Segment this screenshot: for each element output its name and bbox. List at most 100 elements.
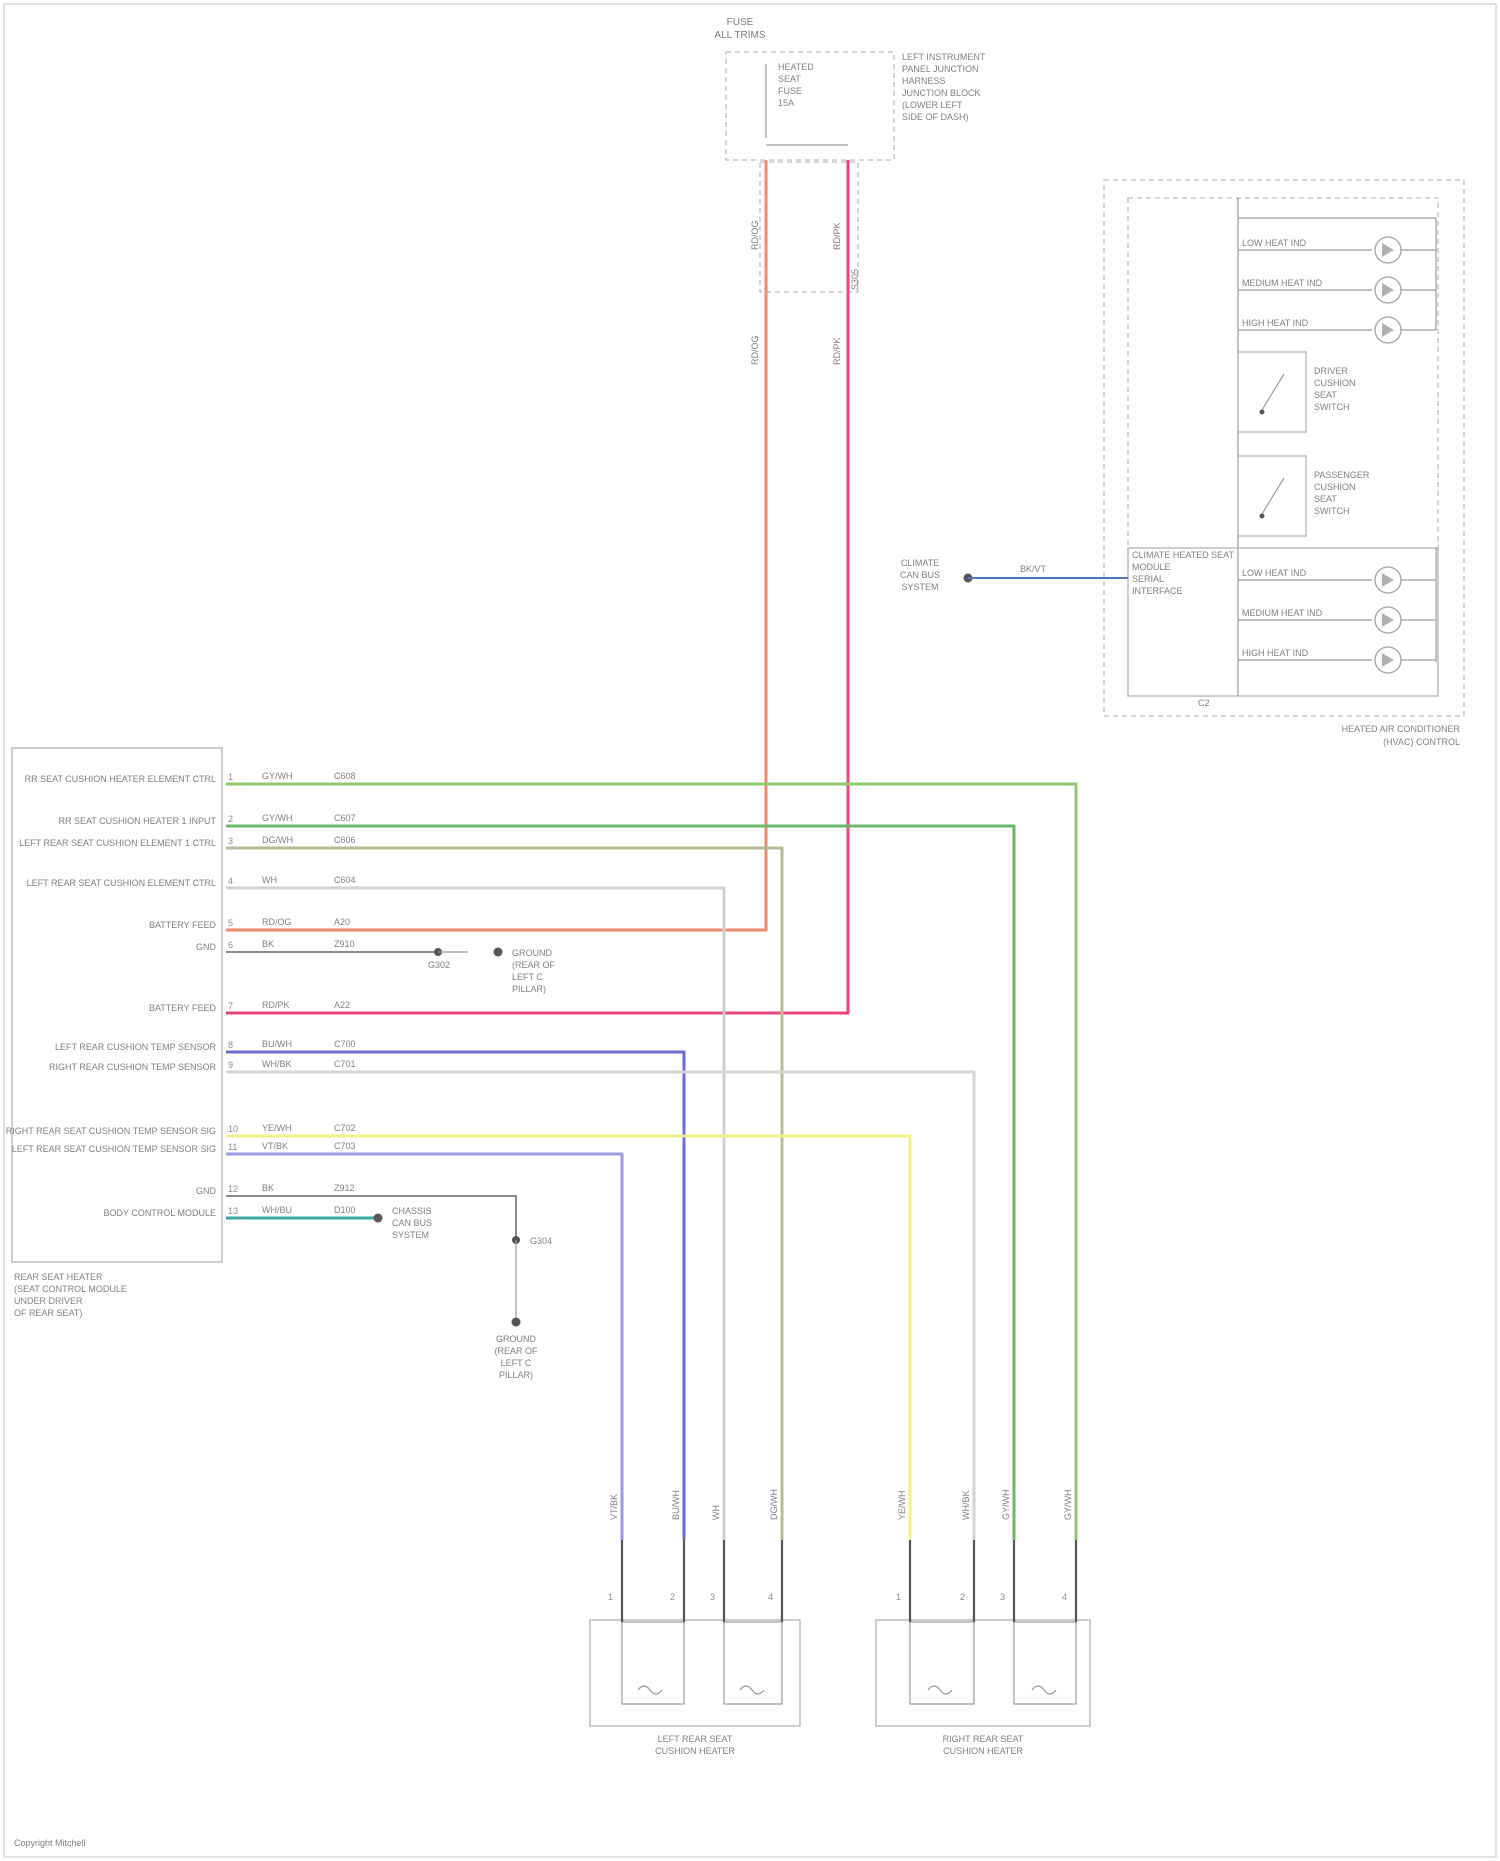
diode-icon bbox=[1382, 613, 1394, 627]
heater-coil-icon bbox=[1032, 1686, 1056, 1694]
pin-wire-color: WH/BU bbox=[262, 1205, 292, 1215]
pin-wire-color: BK bbox=[262, 1183, 274, 1193]
wire-rdpk bbox=[226, 160, 848, 1013]
pin-label: LEFT REAR SEAT CUSHION ELEMENT 1 CTRL bbox=[19, 838, 216, 848]
fuse-desc-6: SIDE OF DASH) bbox=[902, 112, 969, 122]
hvac-module: LOW HEAT IND MEDIUM HEAT IND HIGH HEAT I… bbox=[900, 180, 1464, 747]
fuse-inner-1: HEATED bbox=[778, 62, 814, 72]
switch-1-label-3: SEAT bbox=[1314, 390, 1337, 400]
wire-label-rdog-lower: RD/OG bbox=[750, 335, 760, 365]
pin-circuit: Z912 bbox=[334, 1183, 355, 1193]
heater-wire-color: WH bbox=[711, 1505, 721, 1520]
pin-label: LEFT REAR CUSHION TEMP SENSOR bbox=[55, 1042, 217, 1052]
left-heater-caption-1: LEFT REAR SEAT bbox=[658, 1734, 733, 1744]
fuse-desc-4: JUNCTION BLOCK bbox=[902, 88, 981, 98]
interface-label-1: CLIMATE HEATED SEAT bbox=[1132, 550, 1235, 560]
rear-module-pins: RR SEAT CUSHION HEATER ELEMENT CTRL GY/WH… bbox=[6, 771, 356, 1218]
heater-coil-icon bbox=[928, 1686, 952, 1694]
heater-coil-icon bbox=[740, 1686, 764, 1694]
heater-pin-number: 1 bbox=[896, 1592, 901, 1602]
led-low-top: LOW HEAT IND bbox=[1238, 237, 1436, 263]
led-high-bottom-label: HIGH HEAT IND bbox=[1242, 648, 1309, 658]
climate-bus-wire-label: BK/VT bbox=[1020, 564, 1047, 574]
pin-circuit: C700 bbox=[334, 1039, 356, 1049]
pin-number: 3 bbox=[228, 836, 233, 846]
pin-label: RIGHT REAR CUSHION TEMP SENSOR bbox=[49, 1062, 217, 1072]
heater-wire-color: DG/WH bbox=[769, 1489, 779, 1520]
pin-wire-color: GY/WH bbox=[262, 813, 293, 823]
left-heater-caption-2: CUSHION HEATER bbox=[655, 1746, 735, 1756]
can-bus-node bbox=[374, 1214, 383, 1223]
switch-icon bbox=[1262, 374, 1284, 410]
led-med-bottom: MEDIUM HEAT IND bbox=[1238, 607, 1436, 633]
rear-caption-1: REAR SEAT HEATER bbox=[14, 1272, 103, 1282]
rear-can-label-2: CAN BUS bbox=[392, 1218, 432, 1228]
pin-circuit: Z910 bbox=[334, 939, 355, 949]
pin-number: 10 bbox=[228, 1124, 238, 1134]
fuse-desc-5: (LOWER LEFT bbox=[902, 100, 963, 110]
hvac-connector-label: C2 bbox=[1198, 698, 1210, 708]
led-med-bottom-label: MEDIUM HEAT IND bbox=[1242, 608, 1323, 618]
rear-seat-heater-module: REAR SEAT HEATER (SEAT CONTROL MODULE UN… bbox=[12, 748, 222, 1318]
heater-pin-number: 3 bbox=[1000, 1592, 1005, 1602]
pin-number: 4 bbox=[228, 876, 233, 886]
wire-buwh bbox=[226, 1052, 684, 1540]
ground-1-splice: G302 bbox=[428, 960, 450, 970]
pin-circuit: A22 bbox=[334, 1000, 350, 1010]
switch-contact bbox=[1260, 514, 1265, 519]
led-low-top-label: LOW HEAT IND bbox=[1242, 238, 1307, 248]
heater-leads: VT/BK1BU/WH2WH3DG/WH4YE/WH1WH/BK2GY/WH3G… bbox=[608, 1489, 1076, 1622]
connector-region bbox=[760, 162, 858, 292]
pin-label: RR SEAT CUSHION HEATER ELEMENT CTRL bbox=[25, 774, 216, 784]
hvac-caption-2: (HVAC) CONTROL bbox=[1383, 737, 1460, 747]
hvac-outer-box bbox=[1104, 180, 1464, 716]
led-low-bottom-label: LOW HEAT IND bbox=[1242, 568, 1307, 578]
pin-wire-color: BU/WH bbox=[262, 1039, 292, 1049]
switch-icon bbox=[1262, 478, 1284, 514]
pin-label: LEFT REAR SEAT CUSHION ELEMENT CTRL bbox=[27, 878, 216, 888]
pin-label: BATTERY FEED bbox=[149, 1003, 217, 1013]
right-heater-caption-2: CUSHION HEATER bbox=[943, 1746, 1023, 1756]
pin-label: RIGHT REAR SEAT CUSHION TEMP SENSOR SIG bbox=[6, 1126, 216, 1136]
switch-2-label-3: SEAT bbox=[1314, 494, 1337, 504]
interface-label-4: INTERFACE bbox=[1132, 586, 1183, 596]
pin-wire-color: RD/PK bbox=[262, 1000, 290, 1010]
copyright-footer: Copyright Mitchell bbox=[14, 1838, 86, 1848]
heater-wire-color: GY/WH bbox=[1063, 1490, 1073, 1521]
fuse-desc-1: LEFT INSTRUMENT bbox=[902, 52, 986, 62]
pin-circuit: C608 bbox=[334, 771, 356, 781]
climate-bus-label: CLIMATE bbox=[901, 558, 939, 568]
switch-1-label-4: SWITCH bbox=[1314, 402, 1350, 412]
switch-box bbox=[1238, 456, 1306, 536]
right-heater-box bbox=[876, 1620, 1090, 1726]
heater-pin-number: 1 bbox=[608, 1592, 613, 1602]
rear-caption-2: (SEAT CONTROL MODULE bbox=[14, 1284, 127, 1294]
diode-icon bbox=[1382, 243, 1394, 257]
wire-rdog bbox=[226, 160, 766, 930]
ground-2-label-4: PILLAR) bbox=[499, 1370, 533, 1380]
pin-number: 12 bbox=[228, 1184, 238, 1194]
driver-cushion-switch: DRIVER CUSHION SEAT SWITCH bbox=[1238, 352, 1356, 432]
pin-circuit: C701 bbox=[334, 1059, 356, 1069]
ground-1-label-3: LEFT C bbox=[512, 972, 543, 982]
pin-circuit: A20 bbox=[334, 917, 350, 927]
rear-caption-3: UNDER DRIVER bbox=[14, 1296, 83, 1306]
pin-wire-color: BK bbox=[262, 939, 274, 949]
right-heater-caption-1: RIGHT REAR SEAT bbox=[943, 1734, 1024, 1744]
pin-label: RR SEAT CUSHION HEATER 1 INPUT bbox=[58, 816, 216, 826]
switch-2-label-1: PASSENGER bbox=[1314, 470, 1370, 480]
heater-pin-number: 4 bbox=[768, 1592, 773, 1602]
switch-box bbox=[1238, 352, 1306, 432]
pin-number: 6 bbox=[228, 940, 233, 950]
switch-2-label-2: CUSHION bbox=[1314, 482, 1356, 492]
interface-label-3: SERIAL bbox=[1132, 574, 1164, 584]
pin-number: 11 bbox=[228, 1142, 237, 1152]
rear-can-label-1: CHASSIS bbox=[392, 1206, 432, 1216]
fuse-subtitle: ALL TRIMS bbox=[714, 30, 765, 41]
pin-label: BATTERY FEED bbox=[149, 920, 217, 930]
pin-circuit: D100 bbox=[334, 1205, 356, 1215]
heater-wire-color: GY/WH bbox=[1001, 1490, 1011, 1521]
ground-icon bbox=[512, 1318, 521, 1327]
pin-wire-color: WH bbox=[262, 875, 277, 885]
passenger-cushion-switch: PASSENGER CUSHION SEAT SWITCH bbox=[1238, 456, 1370, 536]
